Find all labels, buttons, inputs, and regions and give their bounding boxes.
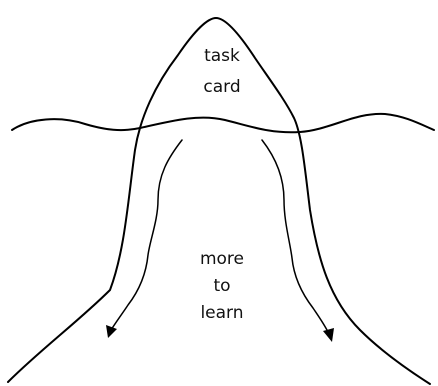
water-line (11, 112, 435, 134)
card-label: card (203, 77, 240, 97)
right-arrow (261, 139, 329, 333)
learn-label: learn (200, 303, 243, 323)
right-arrow-head (323, 328, 334, 342)
more-label: more (200, 249, 244, 269)
left-arrow (110, 139, 183, 331)
iceberg-outline (7, 17, 431, 385)
to-label: to (213, 276, 230, 296)
task-label: task (204, 46, 240, 66)
left-arrow-head (106, 325, 117, 338)
